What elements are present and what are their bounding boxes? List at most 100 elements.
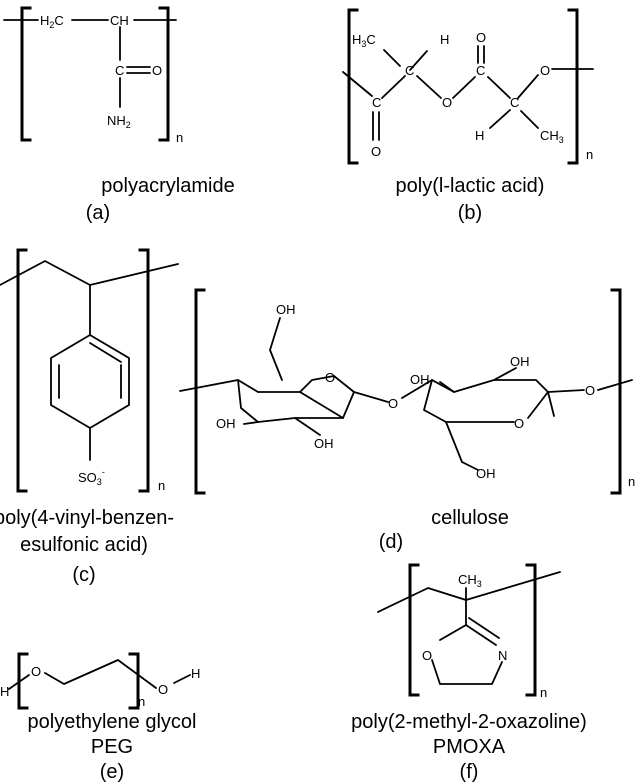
bond (431, 379, 555, 417)
atom-label: OH (476, 466, 496, 481)
structure-poly-methyl-oxazoline: CH3 O N n poly(2-methyl-2-oxazoline) PMO… (351, 563, 587, 783)
bracket-left (16, 248, 28, 493)
bond (409, 50, 428, 71)
atom-label: CH3 (540, 128, 564, 145)
bond (377, 571, 561, 613)
bond (461, 461, 479, 471)
atom-label: OH (314, 436, 334, 451)
bond (383, 49, 401, 67)
caption-name-line1: poly(4-vinyl-benzen- (0, 507, 174, 529)
bond (299, 391, 344, 419)
atom-label: SO3- (78, 467, 105, 487)
atom-label: H3C (352, 32, 376, 49)
atom-label: C (405, 63, 414, 78)
caption-name-line1: poly(2-methyl-2-oxazoline) (351, 711, 587, 733)
bond (431, 659, 503, 685)
bond (527, 391, 549, 419)
structure-cellulose: OH OH OH OH OH OH O O O O n cellulose (d… (179, 288, 635, 553)
bracket-right (128, 652, 140, 710)
atom-label: O (31, 664, 41, 679)
benzene-ring (50, 334, 130, 429)
atom-label: O (371, 144, 381, 159)
bond (423, 379, 447, 423)
bracket-left (194, 288, 206, 495)
caption-letter: (f) (460, 761, 479, 783)
atom-label: O (514, 416, 524, 431)
bond (597, 379, 633, 391)
caption-letter: (a) (86, 202, 110, 224)
atom-label: O (476, 30, 486, 45)
bond (299, 375, 335, 393)
atom-label: H (191, 666, 200, 681)
structure-poly-lactic-acid: H3C H O C C C C O O O H CH3 n poly(l-lac… (342, 8, 594, 224)
atom-label: C (510, 95, 519, 110)
bond (452, 76, 476, 99)
caption-letter: (d) (379, 531, 403, 553)
bond (547, 389, 585, 393)
bond (468, 617, 500, 639)
caption-name: poly(l-lactic acid) (396, 175, 545, 197)
repeat-n: n (586, 147, 593, 162)
bracket-right (158, 6, 170, 142)
atom-label: H2C (40, 13, 64, 30)
bond (465, 624, 497, 646)
bond (294, 417, 321, 436)
bond (520, 110, 539, 129)
bond (243, 421, 259, 425)
structure-polyacrylamide: H2C CH C O NH2 n polyacrylamide (a) (3, 6, 235, 224)
repeat-n: n (540, 685, 547, 700)
atom-label: H (0, 684, 9, 699)
atom-label: OH (510, 354, 530, 369)
atom-label: O (152, 63, 162, 78)
caption-name-line2: PMOXA (433, 736, 506, 758)
bond (439, 381, 455, 393)
bond (416, 75, 442, 99)
atom-label: O (325, 370, 335, 385)
caption-letter: (b) (458, 202, 482, 224)
caption-name-line1: polyethylene glycol (28, 711, 197, 733)
bracket-right (138, 248, 150, 493)
atom-label: CH3 (458, 572, 482, 589)
atom-label: H (440, 32, 449, 47)
atom-label: O (158, 682, 168, 697)
atom-label: OH (216, 416, 236, 431)
bracket-right (610, 288, 622, 495)
repeat-n: n (176, 130, 183, 145)
caption-name-line2: PEG (91, 736, 133, 758)
repeat-n: n (628, 474, 635, 489)
repeat-n: n (158, 478, 165, 493)
bond (0, 260, 179, 286)
atom-label: O (442, 95, 452, 110)
bracket-left (408, 563, 420, 697)
caption-letter: (e) (100, 761, 124, 783)
bracket-left (20, 6, 32, 142)
atom-label: NH2 (107, 113, 131, 130)
bond (353, 391, 389, 403)
bond (44, 659, 157, 689)
atom-label: O (540, 63, 550, 78)
atom-label: OH (276, 302, 296, 317)
bond (89, 342, 122, 363)
caption-name: polyacrylamide (101, 175, 234, 197)
bracket-left (347, 8, 359, 165)
bond (342, 71, 373, 97)
bond (179, 379, 259, 393)
repeat-n: n (138, 694, 145, 709)
caption-name-line2: esulfonic acid) (20, 534, 148, 556)
caption-letter: (c) (72, 564, 95, 586)
atom-label: CH (110, 13, 129, 28)
atom-label: O (388, 396, 398, 411)
atom-label: H (475, 128, 484, 143)
bond (493, 367, 517, 381)
bracket-right (567, 8, 579, 165)
bond (381, 75, 406, 99)
bond (487, 76, 511, 99)
atom-label: C (115, 63, 124, 78)
bracket-right (525, 563, 537, 697)
bond (445, 421, 463, 463)
structure-poly-vinylbenzenesulfonic-acid: SO3- n poly(4-vinyl-benzen- esulfonic ac… (0, 248, 179, 586)
bond (489, 109, 511, 129)
bond (517, 74, 539, 99)
atom-label: C (476, 63, 485, 78)
